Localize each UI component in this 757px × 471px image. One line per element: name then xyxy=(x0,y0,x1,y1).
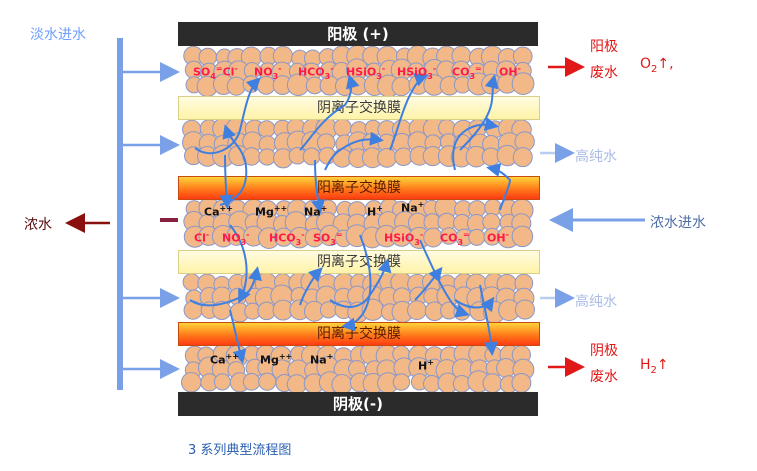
resin-bead xyxy=(511,72,535,95)
cathode-waste-label-2: 废水 xyxy=(590,369,618,385)
ion-label: OH- xyxy=(499,64,521,79)
high-purity-water-label: 高纯水 xyxy=(575,294,617,310)
dilute-feed-label: 淡水进水 xyxy=(30,27,86,43)
ion-label: Ca++ xyxy=(204,204,233,219)
cathode-label: 阴极(-) xyxy=(333,395,383,413)
ion-migration-paths xyxy=(189,73,512,364)
ion-label: Na+ xyxy=(304,204,328,219)
anion-membrane-1: 阴离子交换膜 xyxy=(178,96,540,120)
resin-bead xyxy=(512,147,533,168)
concentrate-out-label: 浓水 xyxy=(24,217,52,233)
cathode-gas-label: H2↑ xyxy=(640,357,669,376)
ion-label: Ca++ xyxy=(210,352,239,367)
cation-membrane-label: 阳离子交换膜 xyxy=(317,326,401,342)
ion-label: SO4=Cl- xyxy=(193,64,238,81)
figure-caption: 3 系列典型流程图 xyxy=(188,443,292,458)
ion-label: Na+ xyxy=(310,352,334,367)
cation-membrane-label: 阳离子交换膜 xyxy=(317,180,401,196)
anion-membrane-2: 阴离子交换膜 xyxy=(178,250,540,274)
resin-bead xyxy=(511,225,534,248)
ion-label: NO3- xyxy=(254,64,282,81)
anion-membrane-label: 阴离子交换膜 xyxy=(317,100,401,116)
cathode-waste-label-1: 阴极 xyxy=(590,343,618,359)
anode-waste-label-1: 阳极 xyxy=(590,39,618,55)
ion-label: HSiO3- xyxy=(346,64,386,81)
ion-label: HSiO3- xyxy=(397,64,437,81)
ion-label: Mg++ xyxy=(260,352,293,367)
ion-label: OH- xyxy=(487,230,509,245)
anode-waste-label-2: 废水 xyxy=(590,65,618,81)
ion-label: Cl- xyxy=(194,230,210,245)
resin-bead xyxy=(392,373,411,391)
concentrate-in-label: 浓水进水 xyxy=(650,215,706,231)
ion-label: H+ xyxy=(418,358,434,373)
anode-gas-label: O2↑, xyxy=(640,56,674,75)
ion-label: NO3- xyxy=(222,230,250,247)
ion-label: CO3= xyxy=(440,230,470,247)
cathode-bar: 阴极(-) xyxy=(178,392,538,416)
ion-label: Mg++ xyxy=(255,204,288,219)
ion-label: HCO3- xyxy=(269,230,305,247)
anode-bar: 阳极 (+) xyxy=(178,22,538,46)
ion-label: HSiO3- xyxy=(384,230,424,247)
ion-label: HCO3- xyxy=(298,64,334,81)
ion-label: Na+ xyxy=(401,200,425,215)
ion-label: SO3= xyxy=(313,230,343,247)
ion-label: CO3= xyxy=(452,64,482,81)
anode-label: 阳极 (+) xyxy=(327,25,389,43)
high-purity-water-label: 高纯水 xyxy=(575,149,617,165)
resin-bead xyxy=(514,299,535,320)
ion-label: H+ xyxy=(367,204,383,219)
